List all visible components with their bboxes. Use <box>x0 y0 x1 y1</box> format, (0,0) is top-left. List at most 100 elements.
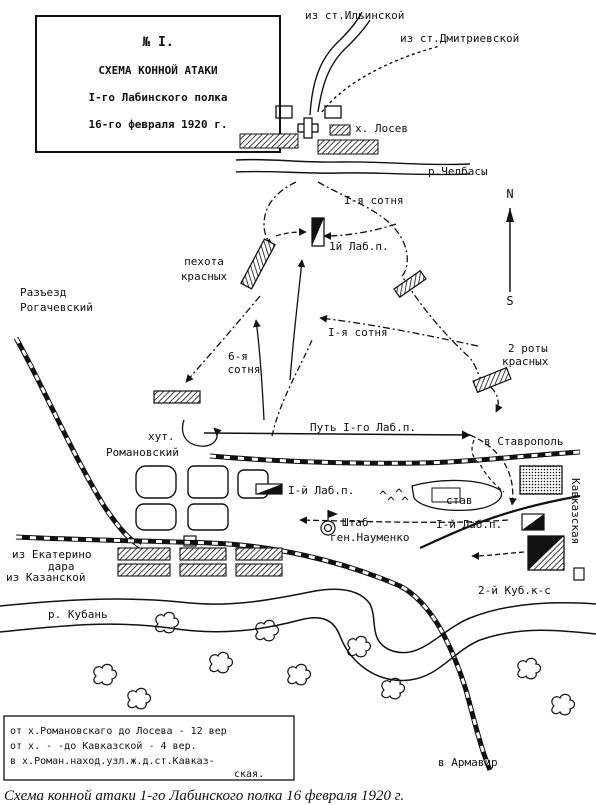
town-block <box>235 547 283 561</box>
sotnya-top-label: I-я сотня <box>344 194 404 207</box>
lab1-flag-mid <box>255 483 283 495</box>
razezd-label-2: Рогачевский <box>20 301 93 314</box>
kuban-regiment-label: 2-й Куб.к-с <box>478 584 551 597</box>
river-kuban <box>0 588 596 682</box>
north-arrow <box>506 208 514 292</box>
town-block <box>235 563 283 577</box>
attack-routes <box>181 181 503 447</box>
railway-main <box>15 534 493 772</box>
hq-label-2: ген.Науменко <box>330 531 409 544</box>
stav-label: став <box>446 494 473 507</box>
town-block <box>573 567 585 581</box>
notes-box-frame <box>3 715 295 781</box>
river-kuban-label: р. Кубань <box>48 608 108 621</box>
tree-icon <box>551 693 576 716</box>
north-label: N <box>506 187 513 201</box>
lab1-top-label: 1й Лаб.п. <box>329 240 389 253</box>
from-ekaterinodar-label-2: дара <box>48 560 75 573</box>
title-box-frame <box>35 15 281 153</box>
town-block <box>187 503 229 531</box>
top-roads <box>309 11 441 116</box>
route-sotnya-mid <box>319 314 479 347</box>
tree-icon <box>255 619 280 642</box>
lab1-right-label: I-й Лаб.п. <box>436 518 502 531</box>
station-pond <box>411 479 503 512</box>
route-rom-upper <box>271 339 313 437</box>
route-label: Путь I-го Лаб.п. <box>310 421 416 434</box>
sotnya6-label-1: 6-я <box>228 350 248 363</box>
station-box <box>183 535 197 547</box>
house <box>317 139 379 155</box>
sotnya-block-right <box>393 269 427 299</box>
scrub-marks <box>379 488 409 501</box>
route-left-down <box>185 295 261 383</box>
route-kuban <box>471 551 525 560</box>
note-line-1: от х.Романовскаго до Лосева - 12 вер <box>10 726 227 737</box>
tree-icon <box>93 663 118 686</box>
to-stavropol-label: в Ставрополь <box>484 435 563 448</box>
lab1-flag-right <box>521 513 545 531</box>
infantry-label-1: пехота <box>184 255 224 268</box>
to-armavir-label: в Армавир <box>438 756 498 769</box>
town-block <box>117 547 171 561</box>
note-line-2: от х. - -до Кавказской - 4 вер. <box>10 740 197 752</box>
title-line-1: СХЕМА КОННОЙ АТАКИ <box>98 64 217 77</box>
two-companies-label-1: 2 роты <box>508 342 548 355</box>
town-block <box>519 465 563 495</box>
house <box>324 105 342 119</box>
red-companies-block <box>472 366 512 394</box>
two-companies-label-2: красных <box>502 355 549 368</box>
infantry-label-2: красных <box>181 270 228 283</box>
title-number: № I. <box>142 35 173 50</box>
from-kazanskaya-label: из Казанской <box>6 571 85 584</box>
house <box>329 124 351 136</box>
note-line-4: ская. <box>234 769 264 780</box>
from-dmitrievskaya-label: из ст.Дмитриевской <box>400 32 519 45</box>
title-box: № I. СХЕМА КОННОЙ АТАКИ I-го Лабинского … <box>35 15 281 153</box>
tree-icon <box>347 635 372 658</box>
hq-icon <box>320 510 338 536</box>
tree-icon <box>127 687 152 710</box>
sotnya-mid-label: I-я сотня <box>328 326 388 339</box>
romanovsky-blocks <box>135 465 269 531</box>
razezd-label-1: Разъезд <box>20 286 67 299</box>
losev-houses <box>239 105 379 155</box>
town-block <box>135 503 177 531</box>
from-ilinskaya-label: из ст.Ильинской <box>305 9 404 22</box>
khutor-romanovsky-label-2: Романовский <box>106 446 179 459</box>
khutor-romanovsky-label-1: хут. <box>148 430 175 443</box>
house <box>275 105 293 119</box>
lab1-flag-top <box>311 217 325 247</box>
from-ekaterinodar-label-1: из Екатерино <box>12 548 91 561</box>
tree-icon <box>155 611 180 634</box>
tree-icon <box>287 663 312 686</box>
title-line-3: 16-го февраля 1920 г. <box>88 118 227 131</box>
kavkazskaya-label: Кавказская <box>569 478 582 544</box>
sotnya-block-left <box>153 390 201 404</box>
route-rom-left <box>181 419 222 447</box>
town-block <box>117 563 171 577</box>
church-cross-icon <box>297 117 319 139</box>
kuban-regiment-flag <box>528 536 564 570</box>
tree-icon <box>381 677 406 700</box>
house <box>239 133 299 149</box>
town-block <box>135 465 177 499</box>
sotnya6-label-2: сотня <box>227 363 260 376</box>
title-line-2: I-го Лабинского полка <box>88 91 227 104</box>
tree-icon <box>517 657 542 680</box>
route-up-from-rom <box>289 259 306 381</box>
route-1st-lab-path <box>203 430 517 525</box>
route-6th-sotnya <box>253 319 265 421</box>
river-chelbasy-label: р.Челбасы <box>428 165 488 178</box>
note-line-3: в х.Роман.наход.узл.ж.д.ст.Кавказ- <box>10 756 215 767</box>
town-block <box>179 547 227 561</box>
railway-stavropol <box>209 449 581 466</box>
railway-rogachevsky <box>13 336 142 549</box>
red-infantry-block <box>240 238 276 290</box>
lower-town-blocks <box>117 535 283 577</box>
map-caption: Схема конной атаки 1-го Лабинского полка… <box>4 788 404 804</box>
notes-box: от х.Романовскаго до Лосева - 12 вер от … <box>3 715 295 781</box>
river-chelbasy <box>235 158 471 176</box>
lab1-mid-label: I-й Лаб.п. <box>288 484 354 497</box>
